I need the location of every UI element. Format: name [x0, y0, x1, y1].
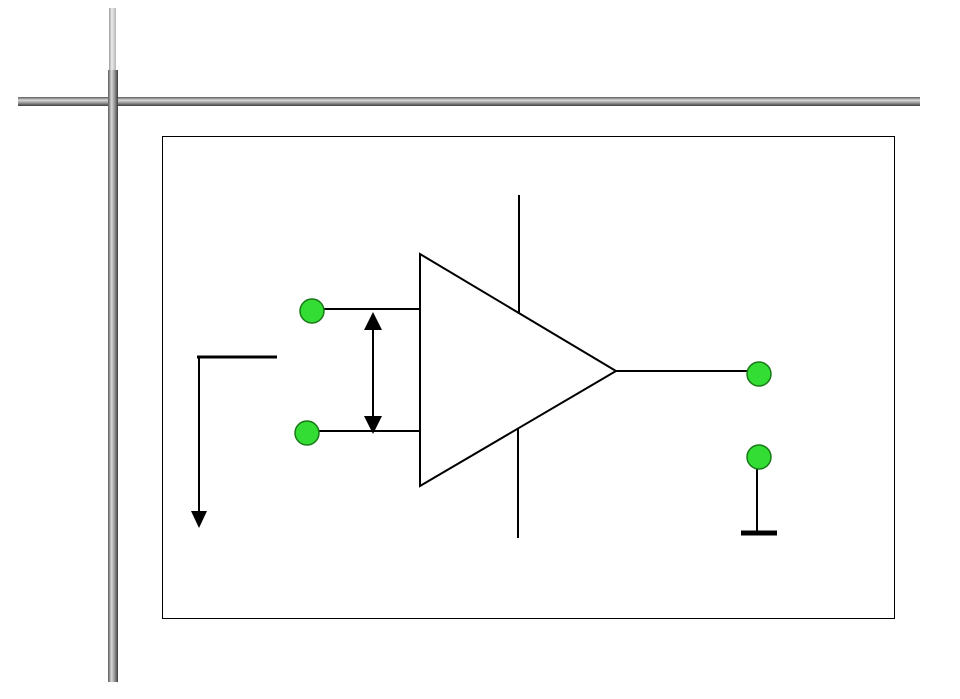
- output-terminal: [746, 361, 772, 387]
- horizontal-rule: [18, 97, 920, 106]
- differential-voltage-arrow: [364, 312, 382, 434]
- input-terminal-bottom: [294, 420, 320, 446]
- vertical-rule: [108, 70, 118, 682]
- amplifier-triangle: [419, 252, 618, 488]
- input-terminal-top: [299, 298, 325, 324]
- ground-symbol: [741, 458, 777, 536]
- vertical-rule-top: [109, 8, 116, 72]
- down-arrow-icon: [191, 355, 277, 528]
- ground-terminal: [746, 444, 772, 470]
